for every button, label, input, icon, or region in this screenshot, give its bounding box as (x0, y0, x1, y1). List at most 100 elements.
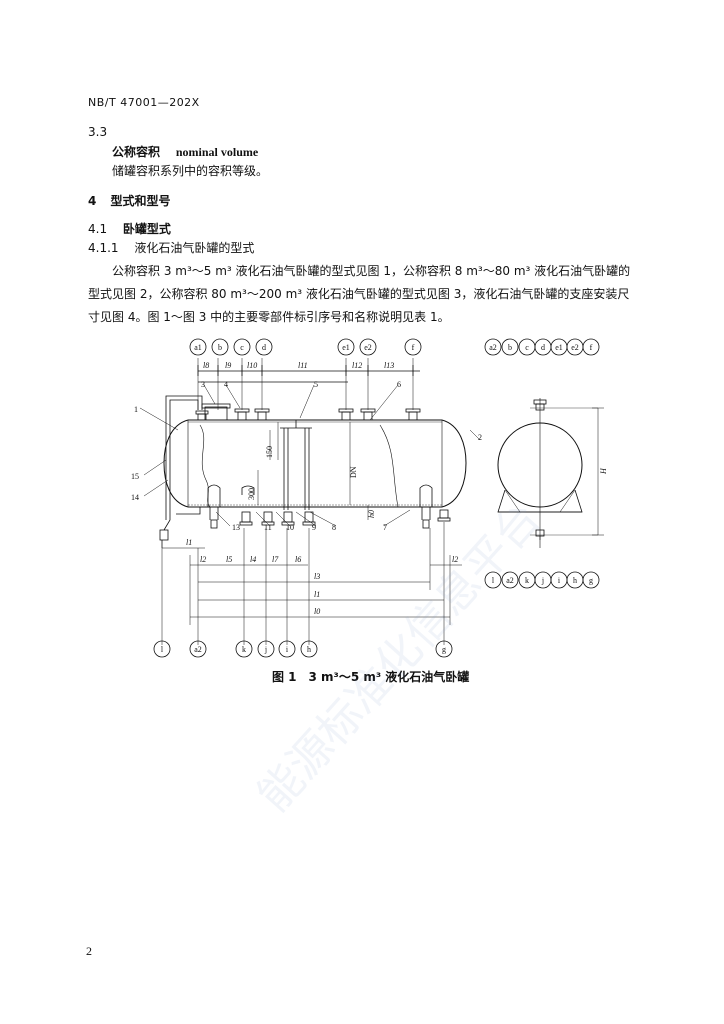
end-bottom-nozzle-label-1: a2 (506, 576, 514, 585)
end-top-nozzle-label-2: c (525, 343, 529, 352)
end-top-nozzle-circle-6 (582, 338, 600, 356)
part-number-4: 4 (224, 380, 228, 389)
top-nozzle-label-5: e2 (364, 343, 372, 352)
section-4-heading: 4 型式和型号 (88, 194, 171, 208)
term-chinese: 公称容积 (112, 145, 161, 159)
end-top-nozzle-circle-0 (484, 338, 502, 356)
top-nozzle-label-6: f (412, 343, 415, 352)
dim-bottom-l2-right: l2 (452, 555, 458, 564)
end-top-nozzle-label-0: a2 (489, 343, 497, 352)
section-4-1-number: 4.1 (88, 222, 108, 236)
end-top-nozzle-label-6: f (590, 343, 593, 352)
dim-top-4: l11 (298, 361, 308, 370)
top-nozzle-circle-0 (189, 338, 207, 356)
figure-caption: 图 1 3 m³～5 m³ 液化石油气卧罐 (272, 670, 470, 684)
dim-top-2: l9 (225, 361, 231, 370)
end-top-nozzle-label-5: e2 (571, 343, 579, 352)
top-nozzle-circle-1 (211, 338, 229, 356)
end-bottom-nozzle-circle-0 (484, 571, 502, 589)
bottom-nozzle-label-2: k (242, 645, 246, 654)
dim-300: 300 (247, 488, 256, 500)
section-4-1-1-number: 4.1.1 (88, 241, 119, 255)
bottom-nozzle-label-0: l (161, 645, 164, 654)
bottom-nozzle-label-4: i (286, 645, 289, 654)
end-bottom-nozzle-circle-1 (501, 571, 519, 589)
drawing-text-labels: 1 15 14 3 4 5 6 7 8 9 10 11 13 2 l8 l9 l… (131, 361, 608, 616)
end-top-nozzle-label-1: b (508, 343, 512, 352)
part-number-5: 5 (314, 380, 318, 389)
dim-bottom-l1-mid: l1 (314, 590, 320, 599)
dim-bottom-l1-left: l1 (186, 538, 192, 547)
dim-dn: DN (349, 466, 358, 478)
top-nozzle-label-1: b (218, 343, 222, 352)
part-number-10: 10 (286, 523, 294, 532)
section-4-number: 4 (88, 194, 97, 208)
part-number-8: 8 (332, 523, 336, 532)
dim-bottom-l0: l0 (314, 607, 320, 616)
level-gauge-piping (159, 395, 203, 548)
part-number-2: 2 (478, 433, 482, 442)
top-nozzle-label-3: d (262, 343, 266, 352)
dim-top-5: l12 (352, 361, 362, 370)
section-4-1-1-title: 液化石油气卧罐的型式 (134, 241, 255, 255)
part-number-3: 3 (201, 380, 205, 389)
vessel-supports (207, 484, 433, 520)
internal-pipes (269, 420, 312, 510)
end-bottom-nozzle-label-3: j (541, 576, 544, 585)
term-heading: 公称容积 nominal volume (112, 145, 258, 159)
top-nozzle-label-4: e1 (342, 343, 350, 352)
section-4-1-heading: 4.1 卧罐型式 (88, 222, 171, 236)
top-nozzle-circle-6 (404, 338, 422, 356)
end-top-nozzle-label-3: d (541, 343, 545, 352)
bottom-nozzle-label-3: j (264, 645, 267, 654)
end-bottom-nozzle-label-6: g (589, 576, 593, 585)
end-view (497, 398, 598, 548)
end-view-top-labels: a2 b c d e1 e2 f (484, 338, 600, 356)
end-top-nozzle-label-4: e1 (555, 343, 563, 352)
page-number: 2 (86, 944, 92, 958)
dim-top-6: l13 (384, 361, 394, 370)
part-number-9: 9 (312, 523, 316, 532)
term-english: nominal volume (175, 145, 259, 159)
part-number-14: 14 (131, 493, 139, 502)
dim-bottom-l6: l6 (295, 555, 301, 564)
top-nozzles (195, 403, 421, 421)
dim-bottom-l7: l7 (272, 555, 279, 564)
top-dimension-lines (197, 358, 420, 410)
end-top-nozzle-circle-1 (501, 338, 519, 356)
part-number-11: 11 (264, 523, 272, 532)
bottom-nozzle-label-5: h (307, 645, 311, 654)
part-number-15: 15 (131, 472, 139, 481)
top-nozzle-circle-5 (359, 338, 377, 356)
dim-bottom-l2-left: l2 (200, 555, 206, 564)
top-nozzle-circle-3 (255, 338, 273, 356)
dim-H: H (599, 467, 608, 475)
bottom-nozzles (210, 509, 451, 529)
paragraph-line-3: 寸见图 4。图 1～图 3 中的主要零部件标引序号和名称说明见表 1。 (88, 310, 450, 324)
dim-h0: h0 (367, 510, 376, 518)
paragraph-line-2: 型式见图 2，公称容积 80 m³～200 m³ 液化石油气卧罐的型式见图 3，… (88, 287, 630, 301)
bottom-dimension-lines (161, 522, 462, 645)
body-paragraph: 公称容积 3 m³～5 m³ 液化石油气卧罐的型式见图 1，公称容积 8 m³～… (88, 260, 648, 329)
part-number-13: 13 (232, 523, 240, 532)
part-number-7: 7 (383, 523, 387, 532)
section-4-1-1-heading: 4.1.1 液化石油气卧罐的型式 (88, 241, 254, 255)
section-3-3-number: 3.3 (88, 125, 108, 139)
paragraph-line-1: 公称容积 3 m³～5 m³ 液化石油气卧罐的型式见图 1，公称容积 8 m³～… (112, 264, 631, 278)
end-bottom-nozzle-label-4: i (558, 576, 561, 585)
part-number-6: 6 (397, 380, 401, 389)
end-bottom-nozzle-label-2: k (525, 576, 529, 585)
section-4-title: 型式和型号 (110, 194, 171, 208)
dim-top-3: l10 (247, 361, 257, 370)
part-number-1: 1 (134, 405, 138, 414)
end-bottom-nozzle-label-0: l (492, 576, 495, 585)
top-nozzle-circle-2 (233, 338, 251, 356)
dim-150: 150 (265, 446, 274, 458)
top-nozzle-label-2: c (240, 343, 244, 352)
standard-code: NB/T 47001—202X (88, 96, 200, 109)
vertical-dimensions (257, 407, 604, 536)
bottom-nozzle-label-1: a2 (194, 645, 202, 654)
